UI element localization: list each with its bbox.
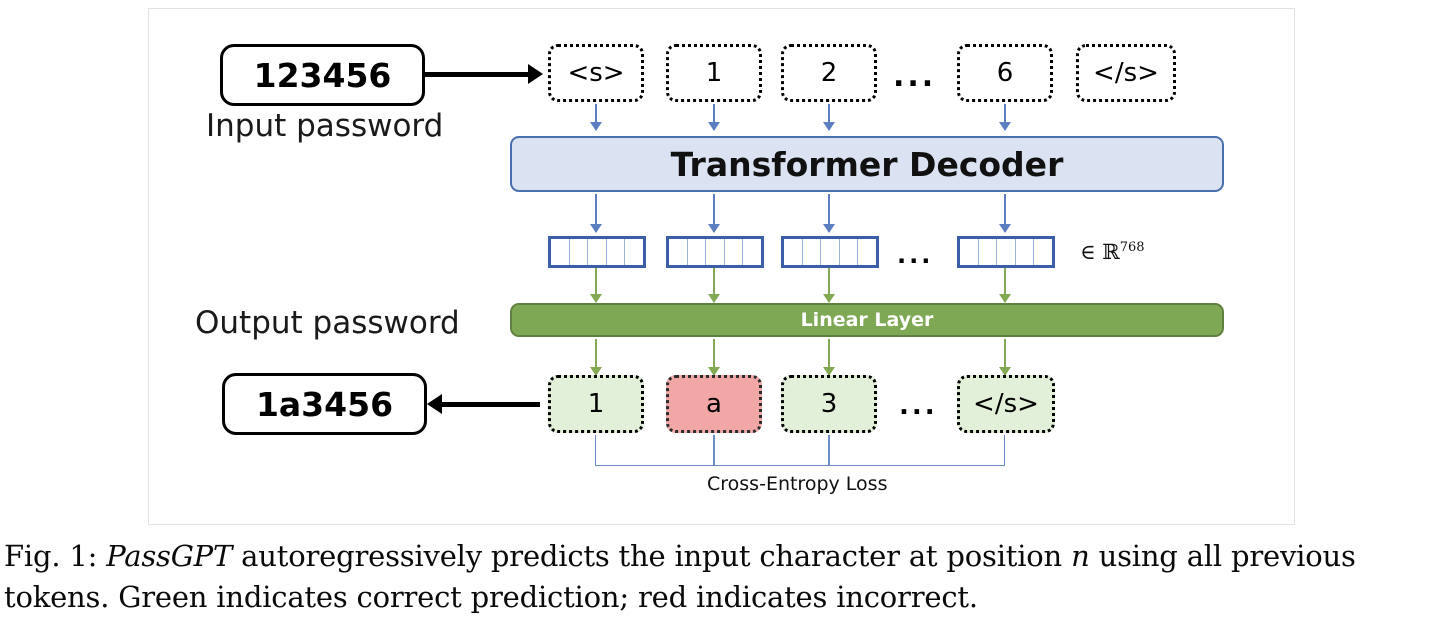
input-password-label: Input password (206, 108, 444, 144)
embedding-vector-1 (666, 236, 764, 268)
token-text: </s> (973, 389, 1039, 419)
embedding-vector-0 (548, 236, 646, 268)
input-password-box: 123456 (220, 44, 425, 106)
embedding-vector-ellipsis: ... (897, 241, 934, 269)
output-token-ellipsis: ... (899, 391, 938, 421)
input-token-2: 2 (781, 44, 877, 102)
token-text: 6 (996, 58, 1014, 88)
input-token-0: <s> (548, 44, 644, 102)
arrow-head-right-icon (528, 64, 543, 84)
linear-to-output-arrow-0 (590, 339, 602, 376)
linear-to-output-arrow-3 (999, 339, 1011, 376)
input-arrow (425, 64, 543, 84)
token-to-decoder-arrow-2 (823, 104, 835, 131)
embedding-dim-note: ∈ ℝ768 (1080, 240, 1145, 264)
transformer-decoder-bar: Transformer Decoder (510, 136, 1224, 192)
caption-line2: previous tokens. Green indicates correct… (4, 539, 1356, 615)
vector-to-linear-arrow-3 (999, 268, 1011, 303)
figure-caption: Fig. 1: PassGPT autoregressively predict… (4, 536, 1440, 618)
vector-to-linear-arrow-2 (823, 268, 835, 303)
bracket-tick-2 (828, 435, 830, 466)
embedding-vector-3 (957, 236, 1055, 268)
output-token-2: 3 (781, 375, 877, 433)
decoder-to-vector-arrow-3 (999, 194, 1011, 233)
token-text: </s> (1093, 58, 1159, 88)
token-text: a (706, 389, 722, 419)
transformer-decoder-label: Transformer Decoder (670, 144, 1064, 184)
input-token-4: 6 (957, 44, 1053, 102)
cross-entropy-bracket (595, 435, 1005, 466)
caption-line1-tail: using all (1098, 539, 1223, 573)
token-to-decoder-arrow-1 (708, 104, 720, 131)
output-password-box: 1a3456 (222, 373, 427, 435)
output-arrow (427, 394, 540, 414)
embedding-dim-value: 768 (1119, 240, 1145, 255)
input-password-value: 123456 (253, 55, 392, 95)
caption-fig-label: Fig. 1: (4, 539, 98, 573)
output-token-4: </s> (957, 375, 1055, 433)
token-text: 2 (820, 58, 838, 88)
output-token-0: 1 (548, 375, 644, 433)
decoder-to-vector-arrow-2 (823, 194, 835, 233)
embedding-vector-2 (781, 236, 879, 268)
token-text: 1 (705, 58, 723, 88)
output-password-label: Output password (195, 305, 460, 341)
input-token-1: 1 (666, 44, 762, 102)
token-to-decoder-arrow-0 (590, 104, 602, 131)
cross-entropy-loss-label: Cross-Entropy Loss (707, 473, 888, 495)
linear-layer-bar: Linear Layer (510, 303, 1224, 337)
linear-to-output-arrow-2 (823, 339, 835, 376)
token-text: 1 (587, 389, 605, 419)
output-token-1: a (666, 375, 762, 433)
vector-to-linear-arrow-0 (590, 268, 602, 303)
token-to-decoder-arrow-3 (999, 104, 1011, 131)
vector-to-linear-arrow-1 (708, 268, 720, 303)
output-password-value: 1a3456 (255, 384, 394, 424)
caption-line1-rest: autoregressively predicts the input char… (241, 539, 1063, 573)
bracket-tick-1 (713, 435, 715, 466)
linear-to-output-arrow-1 (708, 339, 720, 376)
input-token-ellipsis: ... (893, 59, 937, 94)
caption-model-name: PassGPT (106, 539, 233, 573)
token-text: <s> (567, 58, 625, 88)
decoder-to-vector-arrow-1 (708, 194, 720, 233)
input-token-5: </s> (1076, 44, 1176, 102)
token-text: 3 (820, 389, 838, 419)
caption-italic-var: n (1071, 539, 1090, 573)
embedding-dim-symbol: ∈ ℝ (1080, 240, 1120, 264)
linear-layer-label: Linear Layer (800, 309, 934, 331)
arrow-head-left-icon (427, 394, 442, 414)
decoder-to-vector-arrow-0 (590, 194, 602, 233)
